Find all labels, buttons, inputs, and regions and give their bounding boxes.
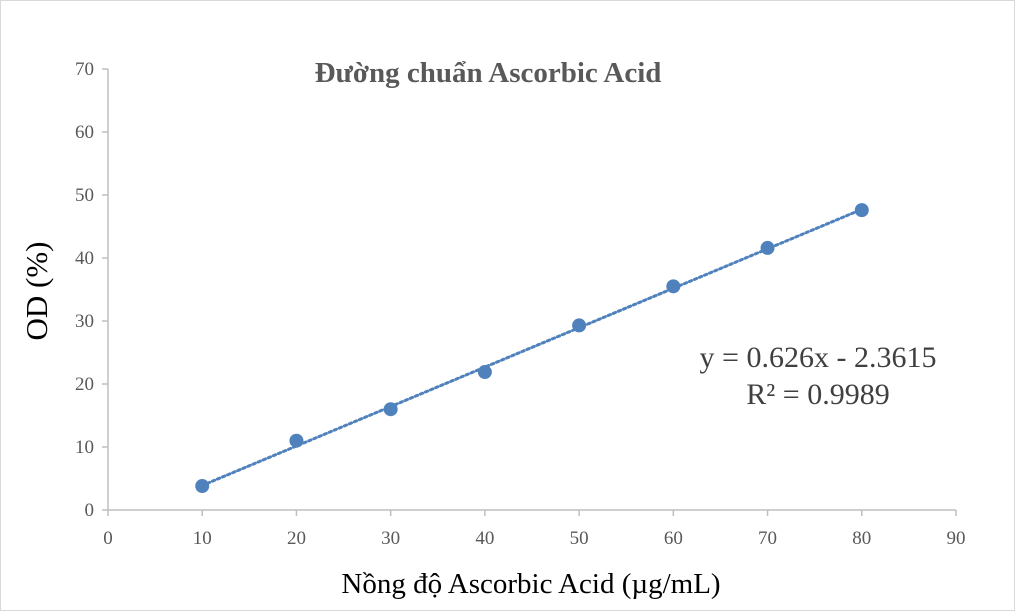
y-tick-label: 0: [85, 500, 95, 521]
x-tick-label: 10: [193, 528, 212, 549]
r-squared-label: R² = 0.9989: [746, 378, 889, 411]
data-point: [760, 240, 775, 255]
y-tick-label: 40: [75, 248, 94, 269]
y-tick-label: 10: [75, 437, 94, 458]
x-tick-label: 0: [103, 528, 113, 549]
x-tick-label: 40: [475, 528, 494, 549]
x-tick-label: 30: [381, 528, 400, 549]
x-tick-label: 60: [664, 528, 683, 549]
data-point: [854, 203, 869, 218]
y-tick-label: 60: [75, 122, 94, 143]
y-tick-label: 30: [75, 311, 94, 332]
trendline-equation: y = 0.626x - 2.3615: [700, 341, 937, 374]
x-tick-label: 20: [287, 528, 306, 549]
trendline: [200, 207, 864, 487]
data-point: [477, 365, 492, 380]
x-tick-label: 70: [758, 528, 777, 549]
data-point: [289, 433, 304, 448]
data-point: [195, 479, 210, 494]
y-tick-label: 70: [75, 59, 94, 80]
trendline-group: [200, 207, 864, 487]
y-axis-ticks: 0 10 20 30 40 50 60 70: [75, 59, 108, 521]
data-point: [666, 279, 681, 294]
y-tick-label: 50: [75, 185, 94, 206]
y-tick-label: 20: [75, 374, 94, 395]
x-axis-label: Nồng độ Ascorbic Acid (µg/mL): [341, 568, 720, 600]
chart-title: Đường chuẩn Ascorbic Acid: [315, 57, 662, 89]
x-tick-label: 80: [852, 528, 871, 549]
data-point: [383, 402, 398, 417]
x-tick-label: 90: [947, 528, 966, 549]
x-axis-ticks: 0 10 20 30 40 50 60 70 80 90: [103, 510, 966, 549]
data-point: [572, 318, 587, 333]
y-axis-label: OD (%): [19, 242, 54, 341]
x-tick-label: 50: [570, 528, 589, 549]
data-points: [195, 203, 869, 494]
